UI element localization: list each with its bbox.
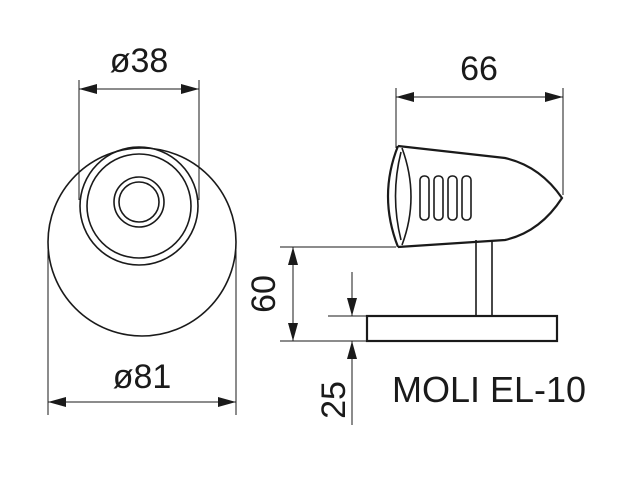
arrow-icon bbox=[79, 84, 97, 94]
arrow-icon bbox=[347, 341, 357, 359]
side-view: 66 60 25 MOLI EL-10 bbox=[245, 50, 586, 425]
arrow-icon bbox=[347, 298, 357, 316]
arrow-icon bbox=[545, 92, 563, 102]
dim-head-diameter: ø38 bbox=[110, 42, 169, 80]
arrow-icon bbox=[181, 84, 199, 94]
front-view: ø38 ø81 bbox=[47, 42, 237, 415]
dim-length: 66 bbox=[460, 50, 498, 88]
dim-body-diameter: ø81 bbox=[113, 358, 172, 396]
lamp-head bbox=[397, 144, 564, 249]
lamp-rim bbox=[401, 147, 412, 246]
dim-base-height: 25 bbox=[315, 381, 353, 419]
head-ring bbox=[79, 146, 199, 266]
arrow-icon bbox=[48, 397, 66, 407]
arrow-icon bbox=[396, 92, 414, 102]
dim-height: 60 bbox=[245, 275, 283, 313]
arrow-icon bbox=[288, 323, 298, 341]
lamp-face-outer bbox=[386, 145, 400, 248]
cooling-fins bbox=[419, 175, 472, 221]
base-plate bbox=[365, 314, 559, 343]
lens bbox=[113, 176, 165, 228]
lamp-face-inner bbox=[394, 151, 402, 241]
arrow-icon bbox=[218, 397, 236, 407]
model-name: MOLI EL-10 bbox=[392, 369, 586, 410]
arrow-icon bbox=[288, 247, 298, 265]
body-outline bbox=[47, 147, 237, 337]
